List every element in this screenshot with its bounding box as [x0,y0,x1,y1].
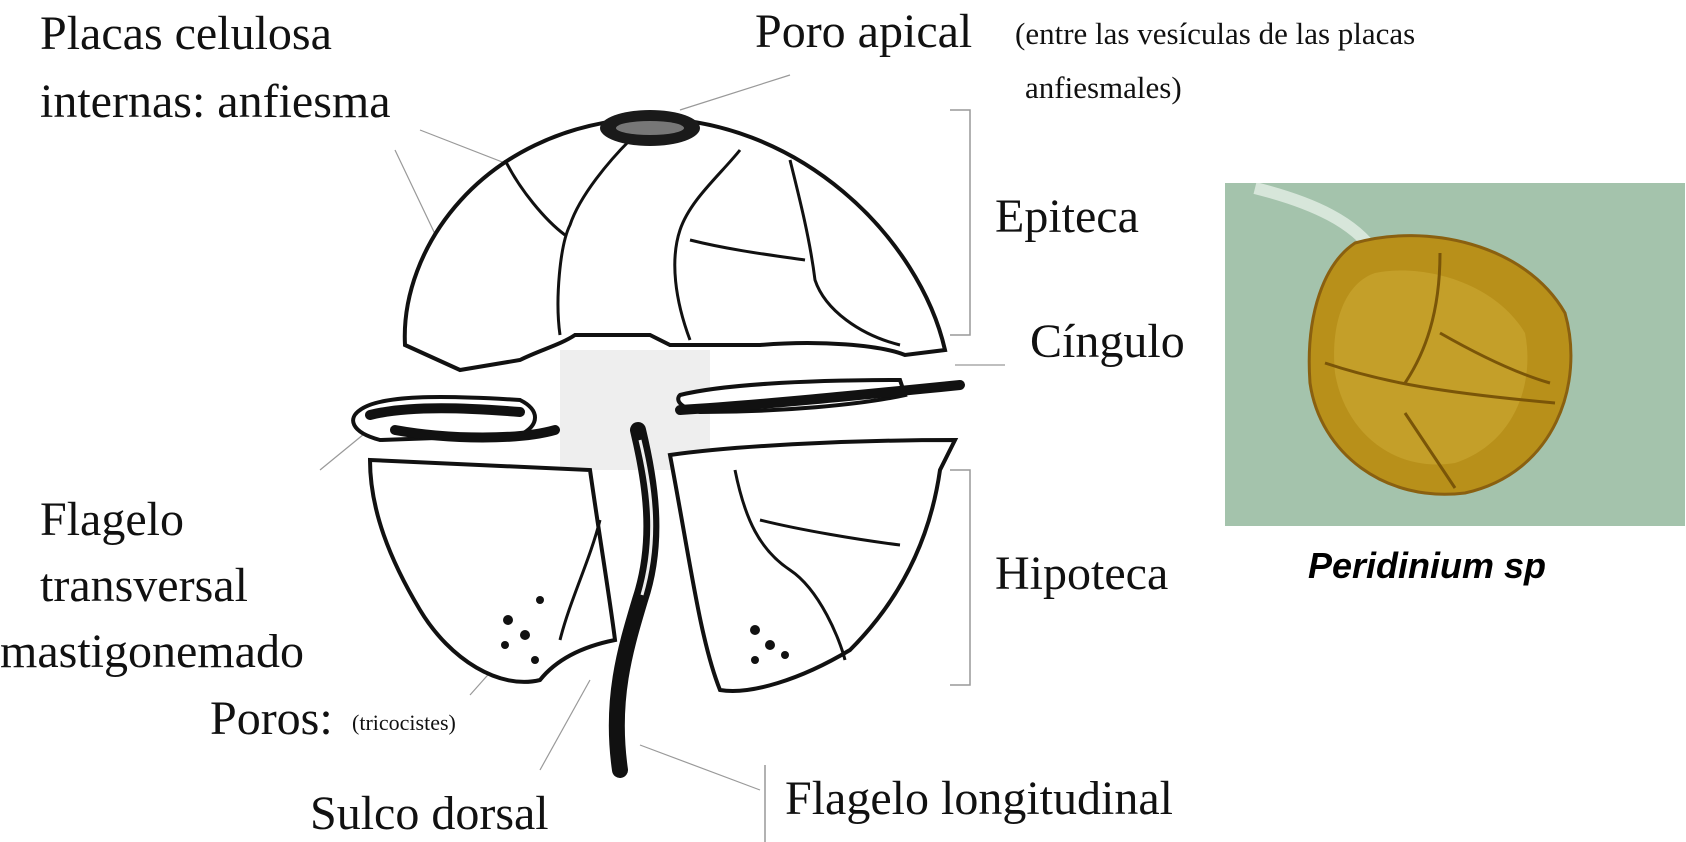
label-hipoteca: Hipoteca [995,550,1168,598]
label-poro-apical: Poro apical [755,8,972,56]
label-poros-note: (tricocistes) [352,712,456,734]
label-flagelo-longitudinal: Flagelo longitudinal [785,775,1173,823]
label-cingulo: Cíngulo [1030,318,1185,366]
label-poro-apical-note-line2: anfiesmales) [1025,72,1182,103]
label-poros: Poros: [210,695,333,743]
photo-caption: Peridinium sp [1308,545,1546,587]
peridinium-photo [1225,183,1685,526]
label-placas-line2: internas: anfiesma [40,78,391,126]
label-poro-apical-note-line1: (entre las vesículas de las placas [1015,18,1415,49]
label-sulco-dorsal: Sulco dorsal [310,790,549,838]
label-placas-line1: Placas celulosa [40,10,332,58]
label-flagelo-transversal-line1: Flagelo [40,496,184,544]
label-flagelo-transversal-line2: transversal [40,562,248,610]
hypotheca-right [670,440,955,691]
longitudinal-flagellum [617,430,652,770]
label-flagelo-transversal-line3: mastigonemado [0,628,304,676]
hypotheca-left [370,460,615,682]
label-epiteca: Epiteca [995,193,1139,241]
